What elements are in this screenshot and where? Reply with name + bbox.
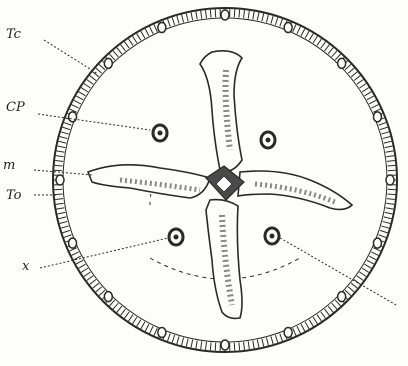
label-m: m — [3, 159, 15, 172]
leader-cp — [38, 114, 150, 130]
manubrium — [88, 51, 352, 319]
label-to: To — [6, 189, 22, 202]
label-tc: Tc — [6, 28, 21, 41]
label-cp: CP — [6, 101, 25, 114]
tentacle-bulb — [373, 112, 381, 122]
tentacle-bulb — [221, 340, 229, 350]
tentacle-bulb — [158, 23, 166, 33]
tentacle-bulb — [284, 23, 292, 33]
leader-x — [40, 238, 168, 268]
label-x: x — [22, 260, 29, 273]
tentacle-bulb — [69, 112, 77, 122]
tentacle-bulb — [69, 238, 77, 248]
leader-tc — [44, 40, 98, 74]
tentacle-bulb — [338, 292, 346, 302]
tentacle-bulb — [56, 175, 64, 185]
tentacle-bulb — [386, 175, 394, 185]
tentacle-bulb — [221, 10, 229, 20]
tentacle-bulb — [104, 58, 112, 68]
tentacle-bulb — [104, 292, 112, 302]
tentacle-bulb — [284, 327, 292, 337]
tentacle-bulb — [158, 327, 166, 337]
tentacle-bulb — [338, 58, 346, 68]
tentacle-bulb — [373, 238, 381, 248]
